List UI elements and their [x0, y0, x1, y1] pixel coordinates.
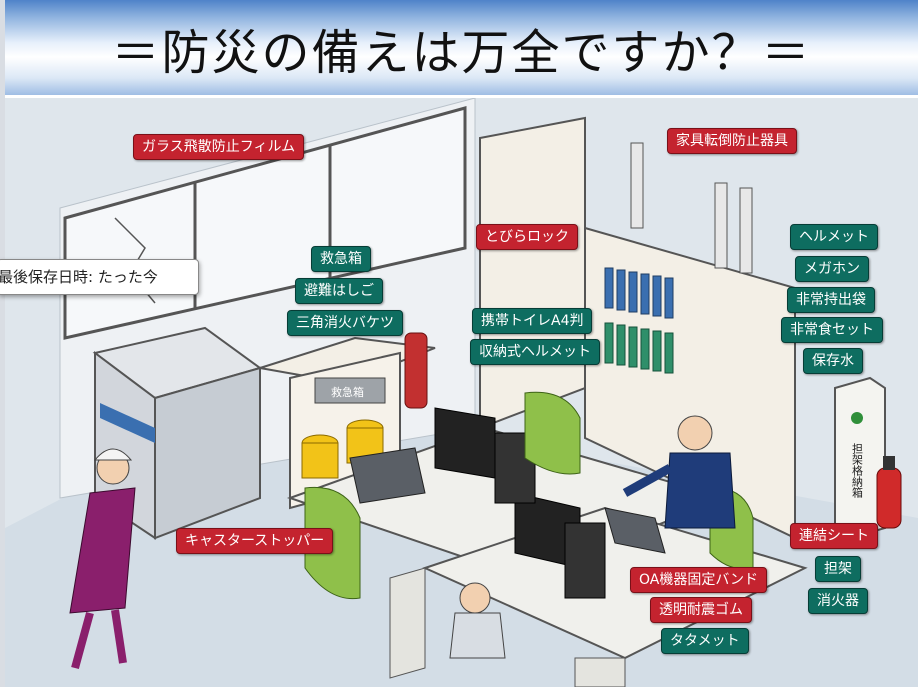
man-standing: [622, 415, 736, 529]
label-first-aid: 救急箱: [311, 246, 371, 272]
window-edge: [0, 0, 5, 687]
label-portable-toilet: 携帯トイレA4判: [472, 308, 593, 334]
cabinet-label: 担架格納箱: [851, 442, 864, 499]
label-folding-helmet: 収納式ヘルメット: [470, 339, 600, 365]
red-cylinder: [404, 332, 428, 409]
monitors: [349, 407, 666, 599]
fire-extinguisher: [876, 456, 902, 529]
autosave-tooltip: 最後保存日時: たった今: [0, 259, 199, 295]
label-fire-bucket: 三角消火バケツ: [287, 310, 403, 336]
furniture-restraints: [630, 142, 753, 274]
woman-with-helmet: [69, 448, 136, 670]
label-emergency-food: 非常食セット: [781, 317, 883, 343]
label-connecting-sheet: 連結シート: [790, 523, 878, 549]
office-scene-drawing: 救急箱: [5, 98, 918, 687]
slide-header: ＝防災の備えは万全ですか？＝: [5, 0, 918, 95]
label-megaphone: メガホン: [795, 256, 869, 282]
man-under-desk: [449, 582, 506, 659]
label-door-lock: とびらロック: [476, 224, 578, 250]
label-stretcher: 担架: [815, 556, 861, 582]
first-aid-box-label: 救急箱: [331, 385, 364, 399]
label-clear-rubber: 透明耐震ゴム: [650, 597, 752, 623]
slide-title: ＝防災の備えは万全ですか？＝: [111, 24, 812, 81]
label-escape-ladder: 避難はしご: [295, 278, 383, 304]
first-aid-box: [314, 377, 386, 404]
label-extinguisher: 消火器: [808, 588, 868, 614]
label-furniture-restraint: 家具転倒防止器具: [667, 128, 797, 154]
label-caster-stopper: キャスターストッパー: [176, 528, 334, 554]
label-glass-film: ガラス飛散防止フィルム: [133, 134, 305, 160]
label-stored-water: 保存水: [803, 348, 863, 374]
label-helmet: ヘルメット: [790, 224, 878, 250]
label-oa-band: OA機器固定バンド: [630, 567, 768, 593]
office-illustration: 救急箱: [5, 98, 918, 687]
label-emergency-bag: 非常持出袋: [787, 287, 875, 313]
copier: [92, 326, 263, 540]
label-tatamet: タタメット: [661, 628, 749, 654]
